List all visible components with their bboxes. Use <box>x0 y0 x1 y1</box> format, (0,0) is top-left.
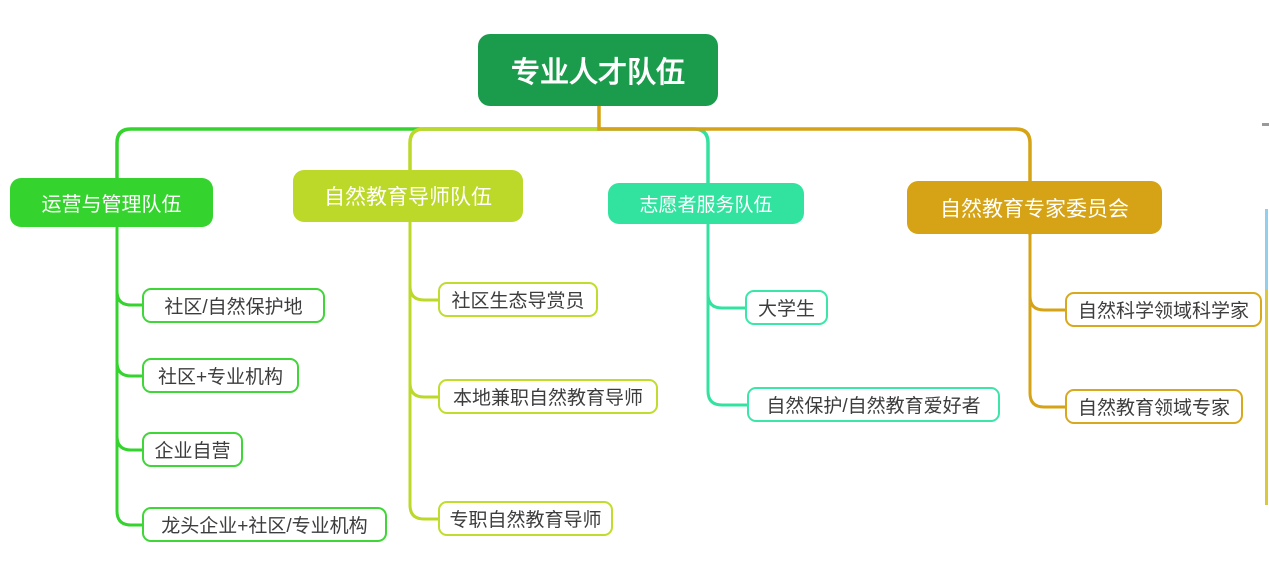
spine-branch-2 <box>408 220 440 521</box>
child-node[interactable]: 自然教育领域专家 <box>1065 389 1243 424</box>
branch-node-operations[interactable]: 运营与管理队伍 <box>10 178 213 227</box>
connector-b4-c1 <box>1028 294 1067 312</box>
child-node[interactable]: 龙头企业+社区/专业机构 <box>142 507 387 542</box>
child-node[interactable]: 企业自营 <box>142 432 243 467</box>
child-node[interactable]: 社区+专业机构 <box>142 358 299 393</box>
root-node[interactable]: 专业人才队伍 <box>478 34 718 106</box>
branch-node-volunteers[interactable]: 志愿者服务队伍 <box>608 183 804 224</box>
cropped-fragment-blue <box>1265 209 1268 289</box>
rail-branch-3 <box>597 127 710 185</box>
spine-branch-4 <box>1028 232 1067 409</box>
child-node[interactable]: 社区/自然保护地 <box>142 288 325 323</box>
connector-b2-c2 <box>408 381 440 399</box>
child-node[interactable]: 社区生态导赏员 <box>438 282 598 317</box>
connector-b1-c1 <box>115 289 144 307</box>
connector-b3-c1 <box>706 292 747 310</box>
connector-b1-c3 <box>115 434 144 452</box>
branch-node-mentors[interactable]: 自然教育导师队伍 <box>293 170 523 222</box>
cropped-fragment-yellow <box>1265 289 1268 505</box>
child-node[interactable]: 大学生 <box>745 290 828 325</box>
connector-b2-c1 <box>408 284 440 302</box>
connector-b1-c2 <box>115 360 144 378</box>
branch-node-experts[interactable]: 自然教育专家委员会 <box>907 181 1162 234</box>
rail-branch-2 <box>408 127 601 172</box>
spine-branch-3 <box>706 222 749 407</box>
child-node[interactable]: 本地兼职自然教育导师 <box>438 379 658 414</box>
spine-branch-1 <box>115 225 144 527</box>
child-node[interactable]: 自然科学领域科学家 <box>1065 292 1262 327</box>
child-node[interactable]: 自然保护/自然教育爱好者 <box>747 387 1000 422</box>
child-node[interactable]: 专职自然教育导师 <box>438 501 613 536</box>
cropped-fragment-gray <box>1262 123 1269 126</box>
